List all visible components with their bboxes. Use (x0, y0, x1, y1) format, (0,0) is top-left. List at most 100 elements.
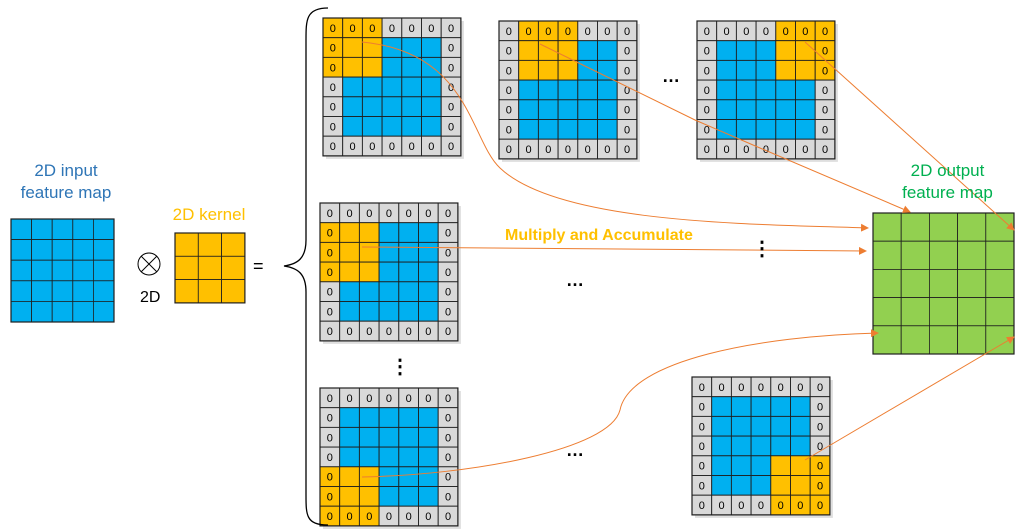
padding-zero: 0 (445, 413, 451, 425)
padding-zero: 0 (699, 382, 705, 394)
grid-cell (339, 281, 360, 302)
grid-cell (597, 99, 618, 120)
grid-cell (775, 99, 796, 120)
output-feature-map-cell (900, 212, 930, 242)
grid-cell (378, 241, 400, 263)
input-feature-map-cell (31, 280, 53, 302)
padding-zero: 0 (822, 26, 828, 38)
padding-zero: 0 (822, 124, 828, 136)
padding-zero: 0 (428, 141, 434, 153)
output-feature-map-cell (929, 325, 959, 355)
input-feature-map-cell (10, 259, 33, 282)
input-feature-map-cell (10, 218, 33, 241)
padding-zero: 0 (778, 500, 784, 512)
padding-zero: 0 (389, 23, 395, 35)
padding-zero: 0 (327, 432, 333, 444)
kernel-grid-cell (174, 232, 199, 257)
kernel-grid-cell (221, 232, 246, 257)
padding-zero: 0 (704, 124, 710, 136)
grid-cell (378, 486, 400, 507)
padding-zero: 0 (409, 141, 415, 153)
grid-cell (735, 79, 757, 101)
padding-zero: 0 (699, 441, 705, 453)
padding-zero: 0 (624, 124, 630, 136)
padding-zero: 0 (545, 144, 551, 156)
grid-cell (790, 415, 811, 437)
input-feature-map-cell (31, 300, 53, 323)
padding-zero: 0 (817, 461, 823, 473)
padding-zero: 0 (723, 26, 729, 38)
padding-zero: 0 (604, 144, 610, 156)
padding-zero: 0 (797, 382, 803, 394)
padding-zero: 0 (783, 144, 789, 156)
ellipsis-bottom: … (566, 440, 585, 460)
grid-cell (518, 119, 539, 140)
padding-zero: 0 (448, 43, 454, 55)
kernel-grid-cell (174, 255, 199, 280)
grid-cell (339, 466, 360, 487)
padding-zero: 0 (506, 46, 512, 58)
padding-zero: 0 (346, 393, 352, 405)
output-feature-map-cell (957, 268, 987, 298)
grid-cell (361, 56, 383, 78)
output-feature-map-cell (872, 297, 902, 327)
padding-zero: 0 (506, 124, 512, 136)
grid-cell (381, 96, 403, 117)
padding-zero: 0 (386, 511, 392, 523)
padding-zero: 0 (525, 144, 531, 156)
grid-cell (770, 415, 791, 437)
grid-cell (735, 119, 757, 140)
padding-zero: 0 (330, 43, 336, 55)
ellipsis-middle: … (566, 270, 585, 290)
padding-zero: 0 (565, 144, 571, 156)
padding-zero: 0 (624, 65, 630, 77)
padding-zero: 0 (369, 23, 375, 35)
grid-cell (518, 99, 539, 120)
input-feature-map-cell (31, 239, 53, 261)
grid-cell (537, 79, 559, 101)
padding-zero: 0 (817, 402, 823, 414)
input-feature-map-cell (93, 280, 115, 302)
grid-cell (418, 301, 439, 322)
grid-cell (358, 446, 380, 468)
padding-zero: 0 (704, 46, 710, 58)
grid-cell (418, 261, 439, 283)
grid-cell (730, 415, 752, 437)
padding-zero: 0 (366, 326, 372, 338)
padding-zero: 0 (763, 26, 769, 38)
grid-cell (795, 59, 816, 81)
padding-zero: 0 (327, 511, 333, 523)
padding-zero: 0 (448, 121, 454, 133)
input-feature-map-cell (93, 300, 115, 323)
grid-cell (597, 119, 618, 140)
grid-cell (711, 475, 732, 496)
arrow-br-to-out (804, 336, 1015, 461)
padding-zero: 0 (445, 247, 451, 259)
grid-cell (398, 486, 419, 507)
padding-zero: 0 (817, 480, 823, 492)
input-feature-map-cell (51, 239, 74, 261)
padding-zero: 0 (425, 326, 431, 338)
padding-zero: 0 (817, 500, 823, 512)
grid-cell (421, 116, 442, 137)
grid-cell (770, 435, 791, 457)
grid-cell (770, 396, 791, 417)
convolution-operator-icon (137, 252, 161, 276)
grid-cell (775, 59, 796, 81)
grid-cell (577, 40, 598, 61)
padding-zero: 0 (445, 432, 451, 444)
grid-cell (378, 407, 400, 428)
padding-zero: 0 (817, 421, 823, 433)
grid-cell (790, 435, 811, 457)
kernel-grid (174, 232, 246, 304)
padding-zero: 0 (758, 500, 764, 512)
grid-cell (790, 396, 811, 417)
padding-zero: 0 (445, 452, 451, 464)
output-feature-map-cell (929, 212, 959, 242)
grid-cell (398, 241, 419, 263)
input-feature-map-cell (31, 259, 53, 282)
output-feature-map-cell (929, 268, 959, 298)
grid-cell (401, 76, 422, 98)
output-feature-map-cell (872, 325, 902, 355)
